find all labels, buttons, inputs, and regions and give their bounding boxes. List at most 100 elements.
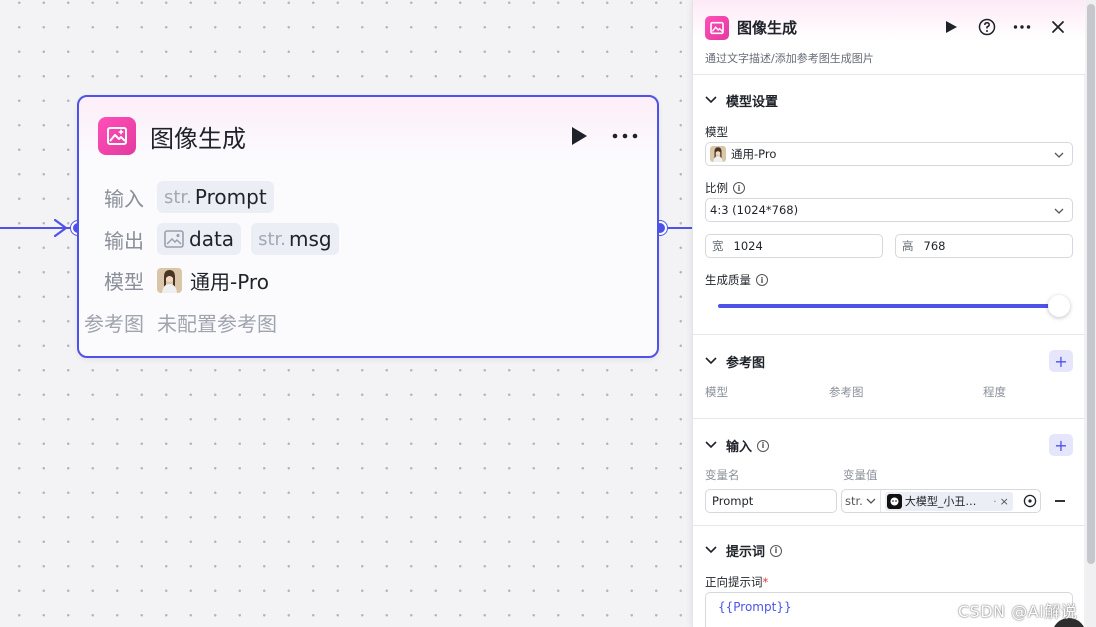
- more-icon[interactable]: [611, 125, 639, 147]
- ref-label: 参考图: [84, 312, 144, 336]
- add-input-button[interactable]: +: [1049, 434, 1073, 456]
- required-mark: *: [762, 575, 769, 589]
- chevron-down-icon: [1054, 203, 1064, 217]
- ref-col-model: 模型: [705, 385, 728, 399]
- panel-scrollbar-thumb[interactable]: [1087, 4, 1095, 564]
- section-divider: [693, 418, 1085, 419]
- section-reference-images[interactable]: 参考图: [705, 352, 765, 371]
- help-icon[interactable]: [977, 17, 997, 37]
- ratio-select[interactable]: 4:3 (1024*768): [705, 198, 1073, 222]
- ratio-field-label: 比例 i: [705, 180, 745, 196]
- output-label: 输出: [104, 228, 144, 253]
- input-label: 输入: [104, 186, 144, 211]
- positive-prompt-label-text: 正向提示词: [705, 575, 763, 589]
- node-ref-row: 参考图 未配置参考图: [79, 308, 277, 337]
- more-icon[interactable]: [1012, 17, 1032, 37]
- watermark: CSDN @AI解说: [958, 602, 1078, 621]
- chevron-down-icon: [1054, 147, 1064, 161]
- info-icon[interactable]: i: [733, 182, 745, 194]
- ref-value: 未配置参考图: [157, 312, 277, 336]
- quality-slider-track[interactable]: [718, 304, 1060, 308]
- section-title-label: 输入: [726, 440, 753, 455]
- ref-col-strength: 程度: [983, 385, 1006, 399]
- model-field-label: 模型: [705, 125, 728, 139]
- node-config-panel: 图像生成 通过文字描述/添加参考图生成图片 模型设置 模型 通用-Pro 比例 …: [692, 0, 1085, 627]
- input-name: Prompt: [194, 185, 267, 209]
- image-generate-icon: [98, 117, 136, 155]
- target-icon[interactable]: [1023, 494, 1037, 508]
- node-title: 图像生成: [150, 125, 246, 153]
- model-avatar: [157, 268, 182, 293]
- info-icon[interactable]: i: [756, 274, 768, 286]
- image-type-icon: [164, 230, 184, 248]
- node-input-row: 输入 str. Prompt: [79, 181, 284, 213]
- quality-slider-thumb[interactable]: [1048, 295, 1070, 317]
- remove-input-icon[interactable]: [1055, 500, 1065, 502]
- quality-label-text: 生成质量: [705, 273, 751, 287]
- variable-ref-suffix: ·: [993, 494, 997, 508]
- quality-field-label: 生成质量 i: [705, 272, 768, 288]
- section-model-settings[interactable]: 模型设置: [705, 91, 778, 110]
- height-value: 768: [923, 239, 946, 253]
- ref-col-image: 参考图: [829, 385, 864, 399]
- variable-ref-tag[interactable]: 大模型_小丑… · ×: [884, 491, 1013, 511]
- run-icon[interactable]: [941, 17, 961, 37]
- run-icon[interactable]: [569, 125, 589, 147]
- floating-avatar[interactable]: [1052, 618, 1086, 627]
- section-divider: [693, 525, 1085, 526]
- section-prompt[interactable]: 提示词 i: [705, 541, 783, 560]
- positive-prompt-label: 正向提示词*: [705, 574, 768, 590]
- panel-title: 图像生成: [737, 19, 798, 37]
- info-icon[interactable]: i: [757, 439, 770, 452]
- type-tag: str.: [164, 186, 192, 208]
- node-output-row: 输出 data str. msg: [79, 223, 349, 255]
- add-reference-button[interactable]: +: [1049, 350, 1073, 372]
- variable-type-select[interactable]: str.: [845, 490, 881, 512]
- close-icon[interactable]: ×: [999, 494, 1009, 508]
- variable-value-field[interactable]: str. 大模型_小丑… · ×: [841, 489, 1041, 513]
- section-title-label: 提示词: [726, 545, 766, 560]
- width-prefix: 宽: [712, 239, 724, 253]
- panel-description: 通过文字描述/添加参考图生成图片: [705, 52, 874, 65]
- chevron-down-icon: [705, 354, 719, 369]
- model-select[interactable]: 通用-Pro: [705, 142, 1073, 166]
- input-col-value: 变量值: [843, 468, 878, 482]
- width-value: 1024: [733, 239, 763, 253]
- variable-type: str.: [845, 494, 863, 508]
- height-prefix: 高: [902, 239, 914, 253]
- positive-prompt-input[interactable]: {{Prompt}}: [705, 592, 1073, 627]
- ratio-label-text: 比例: [705, 181, 728, 195]
- incoming-edge[interactable]: [0, 227, 70, 229]
- model-value: 通用-Pro: [190, 270, 269, 294]
- model-avatar: [710, 146, 726, 162]
- close-icon[interactable]: [1048, 17, 1068, 37]
- width-field[interactable]: 宽 1024: [705, 234, 883, 258]
- info-icon[interactable]: i: [770, 544, 783, 557]
- positive-prompt-value: {{Prompt}}: [718, 600, 792, 614]
- variable-ref-name: 大模型_小丑…: [904, 495, 977, 508]
- height-field[interactable]: 高 768: [895, 234, 1073, 258]
- model-select-value: 通用-Pro: [731, 147, 777, 161]
- input-col-name: 变量名: [705, 468, 740, 482]
- image-generation-node[interactable]: 图像生成 输入 str. Prompt 输出 data str. msg 模型 …: [77, 95, 659, 358]
- output-chip-data: data: [157, 223, 242, 255]
- chevron-down-icon: [705, 438, 719, 453]
- input-chip: str. Prompt: [157, 181, 274, 213]
- variable-name-input[interactable]: Prompt: [705, 489, 837, 513]
- image-generate-icon: [705, 16, 729, 40]
- section-input[interactable]: 输入 i: [705, 436, 770, 455]
- output-name: msg: [288, 227, 332, 251]
- chevron-down-icon: [705, 543, 719, 558]
- panel-header: 图像生成 通过文字描述/添加参考图生成图片: [693, 0, 1085, 75]
- output-name: data: [189, 227, 235, 251]
- chevron-down-icon: [705, 93, 719, 108]
- variable-name-value: Prompt: [712, 494, 754, 508]
- section-title-label: 参考图: [726, 356, 766, 371]
- outgoing-edge[interactable]: [668, 227, 692, 229]
- node-model-row: 模型 通用-Pro: [79, 266, 269, 295]
- ratio-select-value: 4:3 (1024*768): [710, 203, 799, 217]
- model-label: 模型: [104, 270, 144, 294]
- section-divider: [693, 334, 1085, 335]
- output-chip-msg: str. msg: [251, 223, 339, 255]
- chevron-down-icon: [866, 498, 876, 504]
